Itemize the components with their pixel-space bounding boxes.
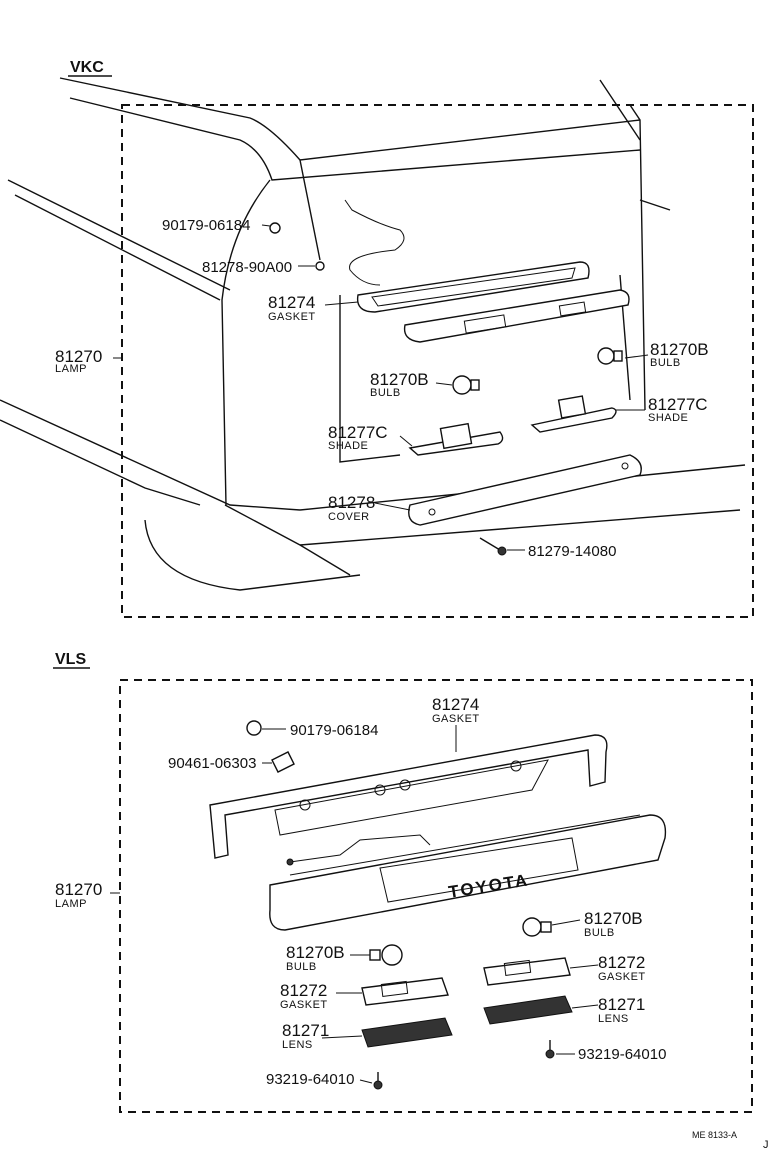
vls-gasket-top-number: 81274: [432, 695, 479, 714]
lamp-body: [269, 814, 667, 931]
vls-parts: TOYOTA: [110, 720, 667, 1090]
vls-boundary: [119, 679, 753, 1113]
vkc-bulb-right-number: 81270B: [650, 340, 709, 359]
vkc-bulb-right-name: BULB: [650, 357, 681, 369]
vkc-shade-left-name: SHADE: [328, 440, 368, 452]
vls-bulb-right-number: 81270B: [584, 909, 643, 928]
bulb-icon: [597, 347, 623, 365]
vls-gasket-top-name: GASKET: [432, 713, 480, 725]
vkc-gasket-name: GASKET: [268, 311, 316, 323]
vls-lamp-name: LAMP: [55, 898, 87, 910]
corner-mark: J: [763, 1139, 769, 1151]
screw-icon: [479, 537, 507, 556]
vls-section-label: VLS: [55, 651, 86, 668]
shade-right: [530, 407, 617, 433]
vkc-shade-left-number: 81277C: [328, 423, 388, 442]
gasket-frame: [209, 734, 608, 859]
vkc-shade-right-name: SHADE: [648, 412, 688, 424]
vkc-cover-number: 81278: [328, 493, 375, 512]
vls-lamp-number: 81270: [55, 880, 102, 899]
vkc-section: VKC: [0, 59, 754, 618]
vls-screw-left-number: 93219-64010: [266, 1071, 354, 1088]
vls-bulb-left-name: BULB: [286, 961, 317, 973]
vls-nut-number: 90179-06184: [290, 722, 378, 739]
vkc-cover-name: COVER: [328, 511, 370, 523]
gasket-right: [483, 957, 571, 986]
vkc-labels: 81270 LAMP 90179-06184 81278-90A00 81274…: [55, 217, 709, 560]
lens-left: [361, 1017, 453, 1048]
vkc-section-label: VKC: [70, 59, 104, 76]
nut-icon: [269, 222, 281, 234]
vls-lens-right-number: 81271: [598, 995, 645, 1014]
cover: [408, 454, 642, 526]
vkc-vehicle-body: [0, 77, 746, 591]
vls-labels: 81274 GASKET 90179-06184 90461-06303 812…: [55, 695, 666, 1088]
nut-icon: [246, 720, 262, 736]
clip-icon: [315, 261, 325, 271]
vkc-screw-number: 81279-14080: [528, 543, 616, 560]
wire-harness: [344, 199, 405, 286]
bulb-icon: [369, 944, 403, 966]
reference-code: ME 8133-A: [692, 1130, 737, 1140]
vkc-shade-right-number: 81277C: [648, 395, 708, 414]
screw-icon: [373, 1072, 383, 1090]
vkc-lamp-name: LAMP: [55, 363, 87, 375]
vkc-parts: [113, 199, 649, 556]
vkc-boundary: [121, 104, 754, 618]
gasket-left: [361, 977, 449, 1006]
vkc-bulb-left-number: 81270B: [370, 370, 429, 389]
clip-icon: [271, 751, 295, 773]
vkc-nut-number: 90179-06184: [162, 217, 250, 234]
vls-gasket-left-number: 81272: [280, 981, 327, 1000]
vls-gasket-right-number: 81272: [598, 953, 645, 972]
lens-right: [483, 995, 573, 1025]
vls-lens-left-number: 81271: [282, 1021, 329, 1040]
vls-bulb-right-name: BULB: [584, 927, 615, 939]
vls-clip-number: 90461-06303: [168, 755, 256, 772]
vkc-bulb-left-name: BULB: [370, 387, 401, 399]
vls-lens-right-name: LENS: [598, 1013, 629, 1025]
vls-gasket-right-name: GASKET: [598, 971, 646, 983]
vls-screw-right-number: 93219-64010: [578, 1046, 666, 1063]
bulb-icon: [522, 917, 552, 937]
vkc-lamp-number: 81270: [55, 347, 102, 366]
vls-lens-left-name: LENS: [282, 1039, 313, 1051]
vls-gasket-left-name: GASKET: [280, 999, 328, 1011]
bulb-icon: [452, 375, 480, 395]
screw-icon: [545, 1040, 555, 1059]
vls-section: VLS TOYOTA: [53, 651, 753, 1113]
vls-bulb-left-number: 81270B: [286, 943, 345, 962]
lamp-housing: [403, 289, 630, 343]
vkc-clip-number: 81278-90A00: [202, 259, 292, 276]
vkc-gasket-number: 81274: [268, 293, 315, 312]
